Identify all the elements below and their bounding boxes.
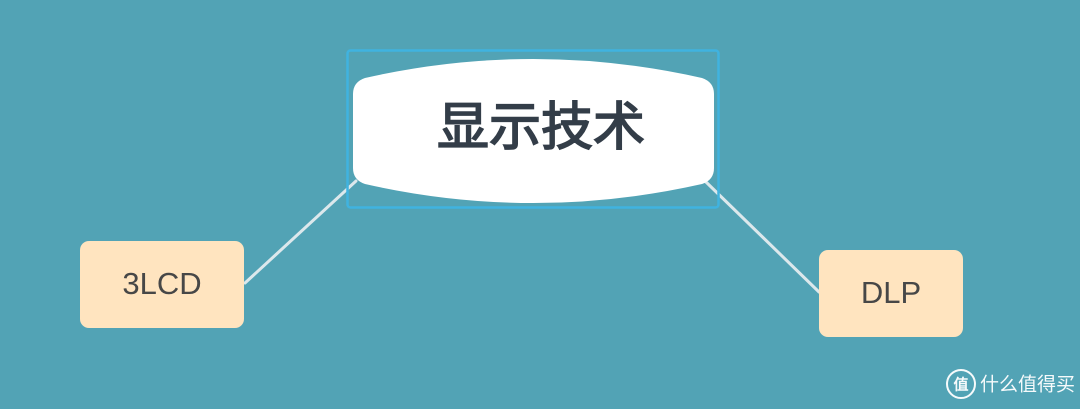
root-node[interactable]: 显示技术 (346, 49, 720, 209)
connector-root-to-3lcd (243, 179, 358, 285)
child-node-3lcd-label: 3LCD (122, 266, 201, 301)
root-node-label: 显示技术 (437, 98, 645, 158)
child-node-dlp-label: DLP (861, 275, 921, 310)
child-node-3lcd-box (80, 241, 244, 328)
watermark-logo-glyph: 值 (953, 376, 968, 394)
connector-root-to-dlp (704, 180, 821, 294)
watermark-logo-icon (946, 369, 976, 399)
root-node-shape (353, 59, 714, 203)
child-node-3lcd[interactable]: 3LCD (80, 241, 244, 328)
child-node-dlp-box (819, 250, 963, 337)
watermark-text: 什么值得买 (980, 374, 1075, 396)
root-node-selection-border (346, 49, 720, 209)
child-node-dlp[interactable]: DLP (819, 250, 963, 337)
watermark: 值 什么值得买 (946, 369, 1075, 399)
